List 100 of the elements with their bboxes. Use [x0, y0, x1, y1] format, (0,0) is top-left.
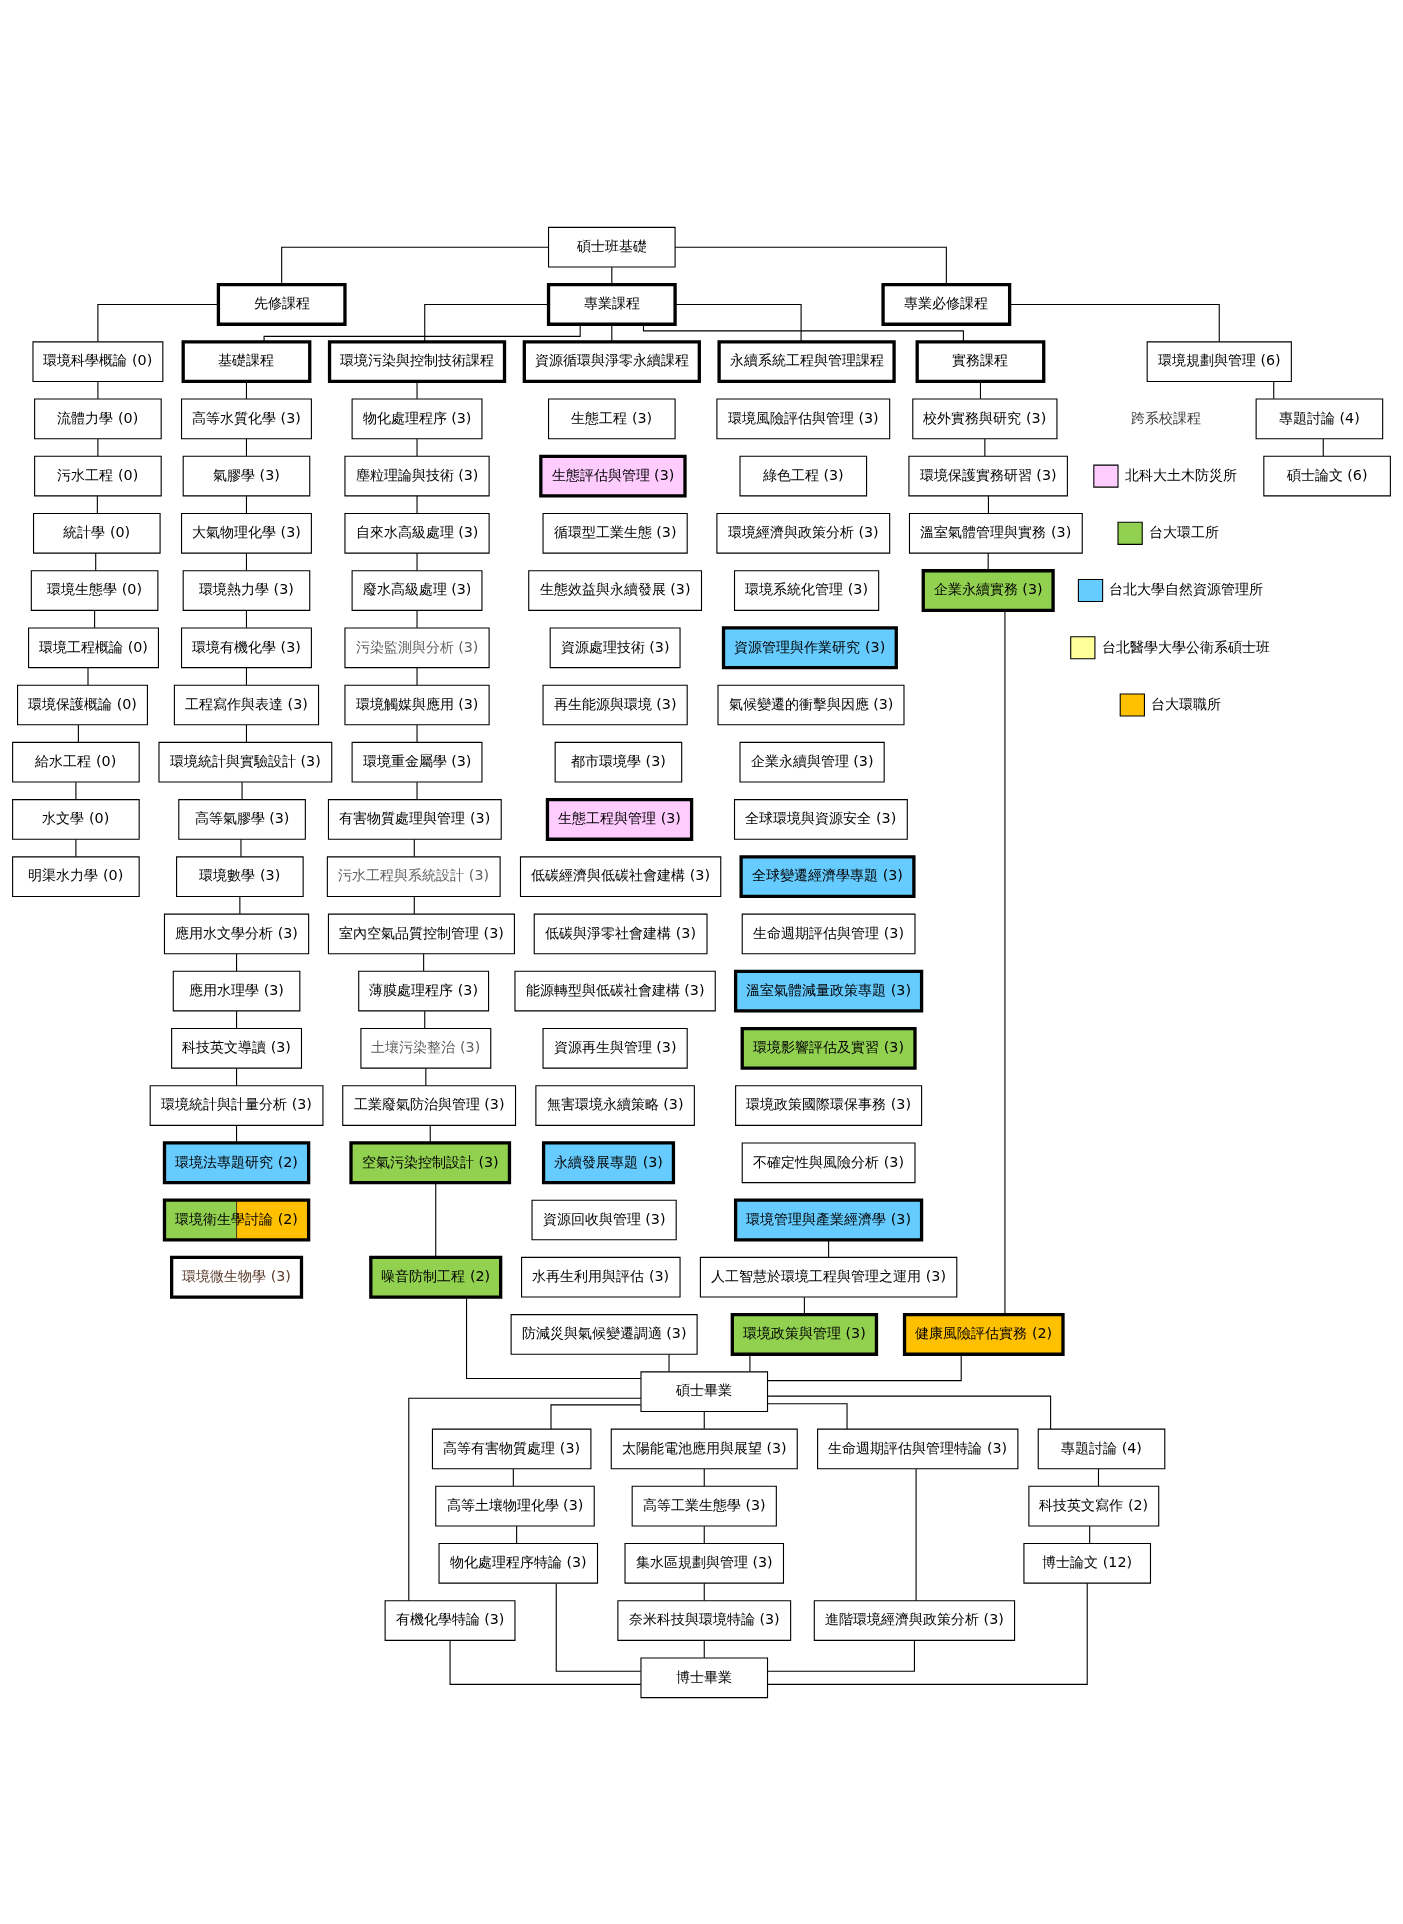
connector — [97, 380, 99, 399]
node-box: 不確定性與風險分析 (3) — [741, 1141, 916, 1183]
node-box: 綠色工程 (3) — [739, 455, 868, 496]
node-box: 高等有害物質處理 (3) — [431, 1428, 592, 1469]
node-box: 資源回收與管理 (3) — [531, 1199, 677, 1240]
legend-label: 台北大學自然資源管理所 — [1109, 580, 1264, 597]
node-box: 塵粒理論與技術 (3) — [344, 455, 490, 496]
connector — [611, 323, 613, 342]
node-box: 污水工程 (0) — [34, 455, 162, 496]
node-box: 永續系統工程與管理課程 — [717, 339, 896, 383]
connector — [435, 1181, 437, 1258]
node-box: 流體力學 (0) — [34, 398, 162, 439]
node-box: 工程寫作與表達 (3) — [173, 684, 320, 725]
node-box: 博士論文 (12) — [1023, 1542, 1152, 1584]
node-box: 環境生態學 (0) — [30, 569, 159, 611]
node-box: 循環型工業生態 (3) — [542, 512, 688, 554]
node-box: 專業必修課程 — [881, 282, 1012, 326]
node-box: 空氣污染控制設計 (3) — [349, 1140, 512, 1184]
node-box: 永續發展專題 (3) — [541, 1140, 676, 1184]
connector — [97, 437, 99, 457]
connector — [240, 838, 242, 857]
node-box: 生態效益與永續發展 (3) — [528, 569, 703, 611]
node-box: 氣候變遷的衝擊與因應 (3) — [717, 684, 905, 725]
connector — [668, 1353, 670, 1372]
node-box: 防減災與氣候變遷調適 (3) — [510, 1313, 698, 1355]
node-box: 專題討論 (4) — [1255, 398, 1384, 439]
node-box: 環境數學 (3) — [176, 855, 304, 897]
node-box: 環境微生物學 (3) — [170, 1255, 304, 1299]
node-box: 室內空氣品質控制管理 (3) — [327, 913, 515, 954]
node-box: 環境影響評估及實習 (3) — [740, 1026, 917, 1070]
node-box: 科技英文寫作 (2) — [1028, 1485, 1160, 1526]
node-box: 明渠水力學 (0) — [12, 855, 140, 897]
node-box: 環境統計與計量分析 (3) — [149, 1084, 324, 1126]
node-box: 水再生利用與評估 (3) — [521, 1256, 681, 1298]
node-box: 生態評估與管理 (3) — [539, 454, 687, 498]
node-box: 高等工業生態學 (3) — [631, 1485, 777, 1526]
node-box: 有害物質處理與管理 (3) — [327, 798, 502, 840]
connector — [241, 781, 243, 800]
connector — [75, 781, 77, 800]
node-box: 生命週期評估與管理 (3) — [741, 913, 916, 954]
connector — [1004, 609, 1006, 1315]
node-box: 校外實務與研究 (3) — [912, 398, 1058, 439]
connector — [767, 1639, 915, 1672]
node-box: 高等土壤物理化學 (3) — [435, 1485, 595, 1526]
connector — [408, 1397, 642, 1601]
connector — [674, 246, 947, 285]
connector — [416, 666, 418, 685]
label: 跨系校課程 — [1131, 409, 1202, 426]
node-box: 碩士畢業 — [640, 1370, 769, 1412]
node-box: 科技英文導讀 (3) — [171, 1027, 303, 1069]
node-box: 能源轉型與低碳社會建構 (3) — [514, 970, 716, 1011]
connector — [767, 1582, 1088, 1685]
legend-label: 北科大土木防災所 — [1124, 466, 1237, 483]
node-box: 集水區規劃與管理 (3) — [624, 1542, 785, 1584]
node-box: 高等水質化學 (3) — [181, 398, 312, 439]
connector — [767, 1353, 962, 1381]
node-box: 污染監測與分析 (3) — [344, 626, 490, 668]
connector — [550, 1403, 642, 1429]
node-box: 環境工程概論 (0) — [28, 626, 159, 668]
node-box: 全球變遷經濟學專題 (3) — [739, 854, 916, 898]
legend-label: 台北醫學大學公衛系碩士班 — [1101, 638, 1270, 655]
node-box: 生態工程與管理 (3) — [545, 797, 694, 841]
connector — [984, 437, 986, 457]
node-box: 環境政策國際環保事務 (3) — [735, 1084, 923, 1126]
node-box: 水文學 (0) — [12, 798, 140, 840]
node-box: 環境系統化管理 (3) — [733, 569, 880, 611]
node-box: 環境風險評估與管理 (3) — [716, 398, 891, 439]
node-box: 健康風險評估實務 (2) — [902, 1312, 1065, 1356]
node-box: 博士畢業 — [640, 1656, 769, 1698]
node-box: 工業廢氣防治與管理 (3) — [342, 1084, 517, 1126]
node-box: 物化處理程序 (3) — [351, 398, 483, 439]
connector — [416, 380, 418, 399]
node-box: 有機化學特論 (3) — [384, 1599, 516, 1641]
connector — [466, 1296, 642, 1379]
node-box: 自來水高級處理 (3) — [344, 512, 490, 554]
node-box: 再生能源與環境 (3) — [542, 684, 688, 725]
connector — [767, 1402, 848, 1430]
node-box: 環境有機化學 (3) — [181, 626, 312, 668]
connector — [416, 552, 418, 571]
node-box: 環境規劃與管理 (6) — [1146, 340, 1292, 382]
connector — [416, 781, 418, 800]
node-box: 廢水高級處理 (3) — [351, 569, 483, 611]
node-box: 環境保護概論 (0) — [17, 684, 148, 725]
node-box: 給水工程 (0) — [12, 741, 140, 783]
connector — [413, 838, 415, 857]
node-box: 基礎課程 — [181, 339, 312, 383]
node-box: 環境法專題研究 (2) — [162, 1140, 311, 1184]
node-box: 專題討論 (4) — [1037, 1428, 1166, 1469]
node-box: 都市環境學 (3) — [554, 741, 683, 783]
node-box: 生態工程 (3) — [548, 398, 676, 439]
node-box: 應用水理學 (3) — [172, 970, 301, 1011]
node-box: 無害環境永續策略 (3) — [535, 1084, 695, 1126]
node-box: 薄膜處理程序 (3) — [358, 970, 490, 1011]
legend-label: 台大環工所 — [1148, 523, 1219, 540]
node-box: 環境觸媒與應用 (3) — [344, 684, 490, 725]
node-box: 資源循環與淨零永續課程 — [522, 339, 701, 383]
connector — [767, 1395, 1052, 1429]
node-box: 統計學 (0) — [33, 512, 161, 554]
node-box: 全球環境與資源安全 (3) — [733, 798, 908, 840]
connector — [915, 1467, 917, 1601]
